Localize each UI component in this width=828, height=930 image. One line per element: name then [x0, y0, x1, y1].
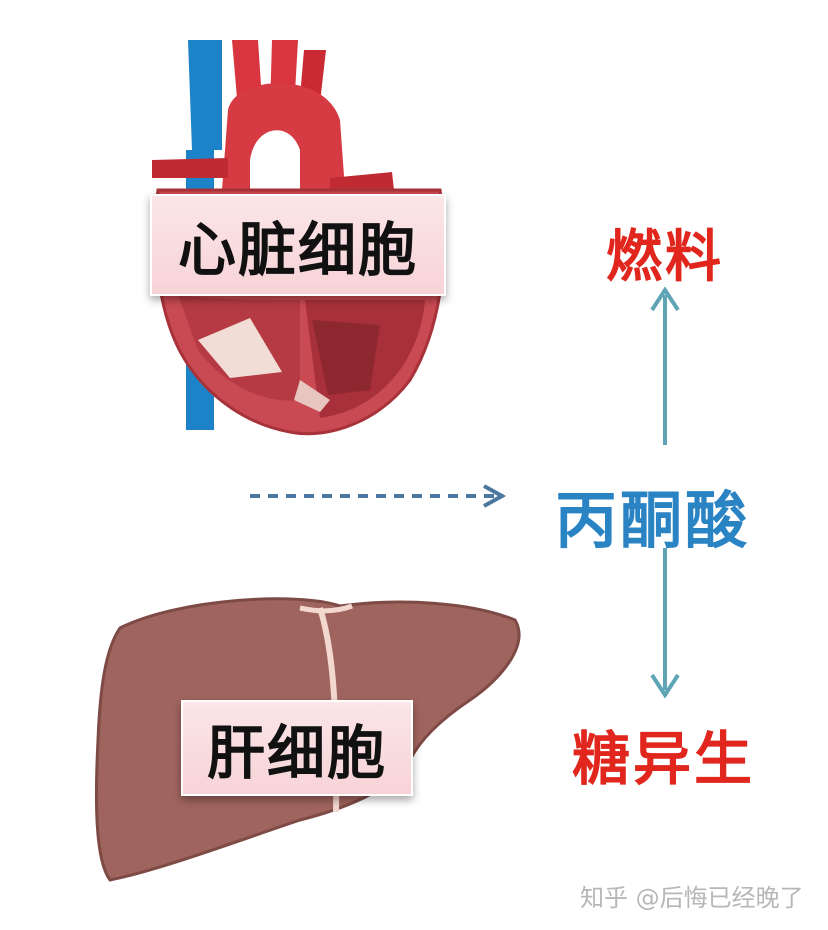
heart-cell-label: 心脏细胞	[150, 194, 446, 296]
dashed-arrow-right	[250, 484, 507, 508]
liver-cell-text: 肝细胞	[206, 719, 387, 787]
gluconeogenesis-label: 糖异生	[572, 725, 756, 793]
fuel-label: 燃料	[606, 225, 724, 290]
arrow-down	[650, 548, 680, 699]
watermark: 知乎 @后悔已经晚了	[580, 884, 804, 912]
liver-cell-label: 肝细胞	[181, 700, 413, 796]
arrow-up	[650, 286, 680, 445]
pyruvate-label: 丙酮酸	[555, 484, 751, 557]
heart-cell-text: 心脏细胞	[177, 216, 418, 284]
